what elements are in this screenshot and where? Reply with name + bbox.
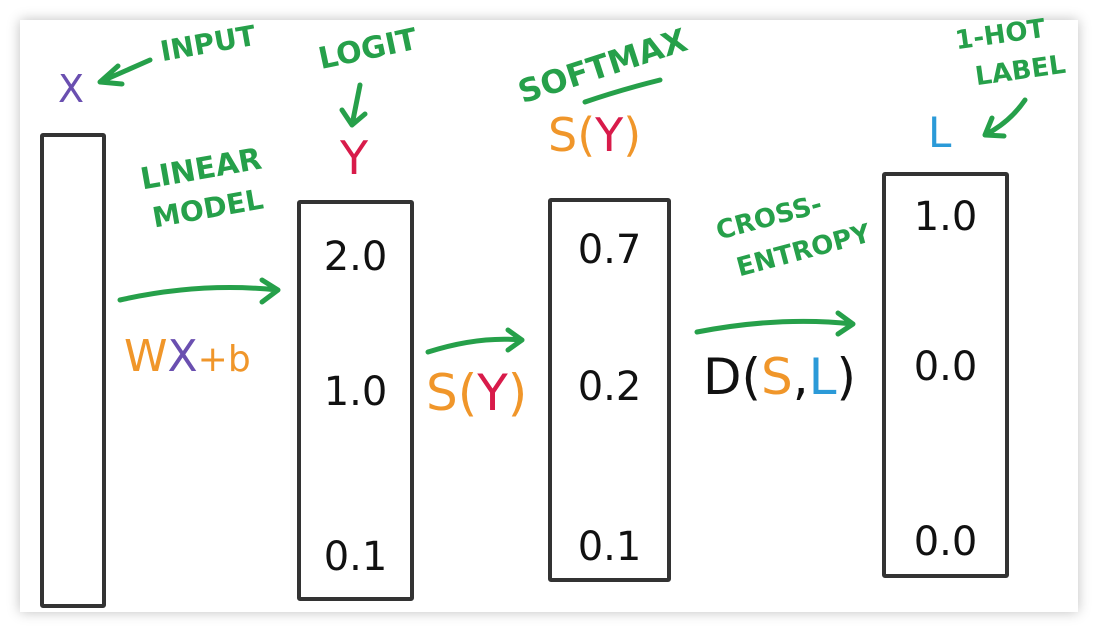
l-symbol: L xyxy=(928,108,952,157)
softmax-value: 0.1 xyxy=(577,524,642,570)
one-hot-value: 1.0 xyxy=(913,194,978,240)
logit-arrow xyxy=(339,82,368,128)
d-func: D( xyxy=(703,348,762,406)
input-vector-box xyxy=(40,133,106,608)
cross-entropy-formula: D(S,L) xyxy=(703,352,856,402)
softmax-box: 0.7 0.2 0.1 xyxy=(548,198,671,582)
one-hot-value: 0.0 xyxy=(913,344,978,390)
comma: , xyxy=(792,348,809,406)
s-func: S( xyxy=(426,364,478,422)
w-symbol: W xyxy=(124,331,168,382)
y-symbol: Y xyxy=(340,131,369,185)
linear-formula: WX+b xyxy=(124,335,251,379)
plus-b: +b xyxy=(197,339,251,380)
softmax-value: 0.2 xyxy=(577,364,642,410)
close-paren: ) xyxy=(836,348,857,406)
softmax-underline xyxy=(582,77,663,105)
logits-box: 2.0 1.0 0.1 xyxy=(297,200,414,601)
logit-value: 1.0 xyxy=(323,369,388,415)
softmax-formula: S(Y) xyxy=(426,368,527,418)
y-arg: Y xyxy=(595,108,624,162)
label-arrow xyxy=(982,97,1028,139)
linear-model-arrow xyxy=(117,277,281,305)
logit-value: 0.1 xyxy=(323,534,388,580)
y-arg: Y xyxy=(477,364,508,422)
l-arg: L xyxy=(808,348,837,406)
cross-entropy-arrow xyxy=(694,310,856,337)
s-func: S( xyxy=(548,108,596,162)
softmax-symbol: S(Y) xyxy=(548,112,641,158)
x-symbol: X xyxy=(58,67,85,111)
logit-value: 2.0 xyxy=(323,234,388,280)
softmax-value: 0.7 xyxy=(577,227,642,273)
close-paren: ) xyxy=(623,108,642,162)
s-arg: S xyxy=(761,348,793,406)
one-hot-box: 1.0 0.0 0.0 xyxy=(882,172,1009,578)
x-in-formula: X xyxy=(167,331,198,382)
softmax-arrow xyxy=(425,327,525,355)
close-paren: ) xyxy=(507,364,528,422)
input-arrow xyxy=(97,57,153,87)
one-hot-value: 0.0 xyxy=(913,519,978,565)
